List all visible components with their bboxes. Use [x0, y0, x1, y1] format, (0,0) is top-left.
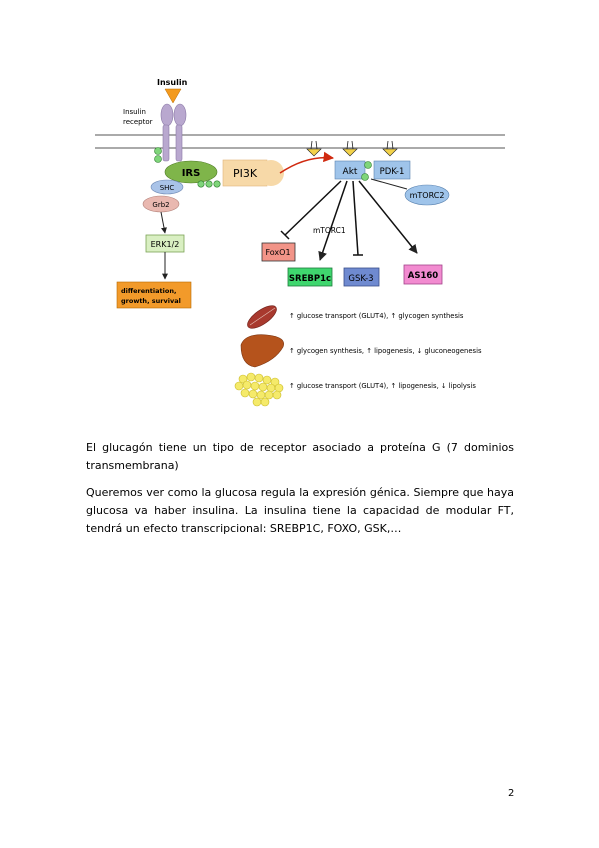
grb2-label: Grb2	[152, 201, 169, 209]
insulin-label: Insulin	[157, 78, 188, 87]
akt-node	[334, 160, 366, 180]
erk-outcome-box	[116, 281, 192, 309]
srebp-label: SREBP1c	[289, 274, 331, 284]
liver-icon	[240, 334, 284, 368]
as160-node	[403, 264, 443, 285]
foxo-node	[261, 242, 296, 262]
erk-outcome-line1: differentiation,	[121, 287, 176, 295]
paragraph-glucose-regulation: Queremos ver como la glucosa regula la e…	[86, 486, 514, 535]
shc-node	[150, 179, 184, 195]
paragraph-glucagon: El glucagón tiene un tipo de receptor as…	[86, 441, 514, 472]
mtorc2-label: mTORC2	[410, 191, 445, 200]
receptor-phosphate-icon	[154, 147, 162, 163]
effect-muscle: ↑ glucose transport (GLUT4), ↑ glycogen …	[289, 312, 464, 320]
irs-phosphate-icon	[197, 180, 221, 188]
shc-label: SHC	[160, 184, 175, 192]
insulin-receptor-icon	[160, 103, 187, 162]
page-number: 2	[508, 788, 515, 799]
pip3-icon	[306, 148, 398, 157]
irs-label: IRS	[182, 168, 201, 179]
pdk1-label: PDK-1	[380, 167, 405, 177]
adipocyte-icon	[234, 372, 284, 407]
akt-label: Akt	[343, 167, 358, 177]
pdk1-node	[373, 160, 411, 180]
pi3k-node-cap	[258, 160, 284, 186]
receptor-label-line2: receptor	[123, 118, 153, 126]
effect-adipose: ↑ glucose transport (GLUT4), ↑ lipogenes…	[289, 382, 476, 390]
gsk-label: GSK-3	[348, 274, 373, 284]
receptor-label-line1: Insulin	[123, 108, 146, 116]
gsk-node	[343, 267, 380, 287]
pi3k-akt-arrow	[279, 151, 335, 174]
pi3k-label: PI3K	[233, 167, 258, 180]
erk-outcome-line2: growth, survival	[121, 297, 181, 305]
erk-label: ERK1/2	[151, 240, 180, 249]
insulin-signaling-diagram: Insulin Insulin receptor IRS PI3K SHC Gr…	[95, 78, 505, 407]
foxo-label: FoxO1	[265, 248, 290, 257]
effect-liver: ↑ glycogen synthesis, ↑ lipogenesis, ↓ g…	[289, 347, 482, 355]
irs-node	[164, 160, 218, 184]
muscle-icon	[247, 305, 277, 329]
insulin-ligand-icon	[164, 88, 182, 104]
mtorc2-node	[404, 184, 450, 206]
akt-phosphate-icon	[361, 161, 372, 181]
as160-label: AS160	[408, 271, 439, 281]
srebp-node	[287, 267, 333, 287]
mtorc1-label: mTORC1	[313, 226, 346, 235]
